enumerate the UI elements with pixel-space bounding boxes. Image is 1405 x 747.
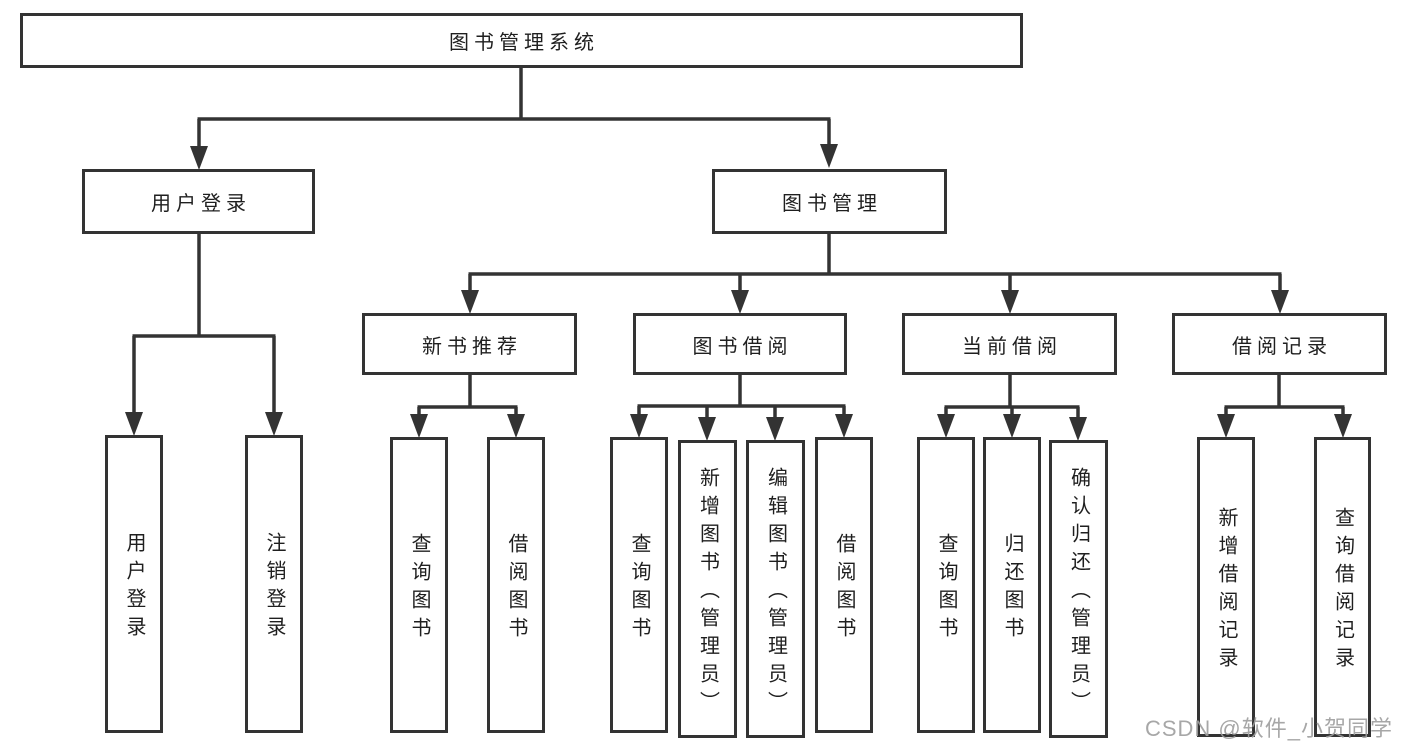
arrow-to-leaf-rec-1 — [410, 414, 428, 438]
connector-management — [468, 234, 1282, 294]
arrow-to-leaf-bor-1 — [630, 414, 648, 438]
csdn-watermark: CSDN @软件_小贺同学 — [1144, 716, 1393, 741]
node-borrow-records: 借阅记录 — [1172, 313, 1387, 375]
leaf-current-query-book: 查询图书 — [917, 437, 975, 733]
node-book-borrow: 图书借阅 — [633, 313, 847, 375]
arrow-to-leaf-bor-4 — [835, 414, 853, 438]
connector-root — [197, 68, 831, 150]
node-user-login: 用户登录 — [82, 169, 315, 234]
arrow-to-leaf-login-2 — [265, 412, 283, 436]
arrowheads — [125, 144, 1352, 441]
leaf-records-query-record: 查询借阅记录 — [1314, 437, 1371, 737]
leaf-user-login: 用户登录 — [105, 435, 163, 733]
arrow-to-login-group — [190, 146, 208, 170]
leaf-borrow-borrow-book: 借阅图书 — [815, 437, 873, 733]
leaf-borrow-query-book: 查询图书 — [610, 437, 668, 733]
leaf-recommend-borrow-book: 借阅图书 — [487, 437, 545, 733]
connector-records — [1224, 375, 1345, 418]
arrow-to-borrow — [731, 290, 749, 314]
connector-borrow — [637, 375, 846, 421]
connector-current — [944, 375, 1080, 421]
arrow-to-current — [1001, 290, 1019, 314]
arrow-to-leaf-cur-2 — [1003, 414, 1021, 438]
leaf-current-return-book: 归还图书 — [983, 437, 1041, 733]
leaf-borrow-edit-book-admin: 编辑图书（管理员） — [746, 440, 805, 738]
arrow-to-leaf-rec-2 — [507, 414, 525, 438]
arrow-to-leaf-login-1 — [125, 412, 143, 436]
arrow-to-records — [1271, 290, 1289, 314]
leaf-records-add-record: 新增借阅记录 — [1197, 437, 1255, 737]
leaf-current-confirm-return-admin: 确认归还（管理员） — [1049, 440, 1108, 738]
node-new-book-recommend: 新书推荐 — [362, 313, 577, 375]
arrow-to-leaf-cur-1 — [937, 414, 955, 438]
node-root: 图书管理系统 — [20, 13, 1023, 68]
arrow-to-leaf-rcd-2 — [1334, 414, 1352, 438]
arrow-to-leaf-bor-2 — [698, 417, 716, 441]
arrow-to-leaf-rcd-1 — [1217, 414, 1235, 438]
node-current-borrow: 当前借阅 — [902, 313, 1117, 375]
leaf-recommend-query-book: 查询图书 — [390, 437, 448, 733]
connector-recommend — [417, 375, 518, 418]
connector-login — [132, 233, 276, 416]
node-book-management: 图书管理 — [712, 169, 947, 234]
leaf-borrow-add-book-admin: 新增图书（管理员） — [678, 440, 737, 738]
leaf-logout: 注销登录 — [245, 435, 303, 733]
arrow-to-recommend — [461, 290, 479, 314]
arrow-to-leaf-bor-3 — [766, 417, 784, 441]
arrow-to-management — [820, 144, 838, 168]
arrow-to-leaf-cur-3 — [1069, 417, 1087, 441]
